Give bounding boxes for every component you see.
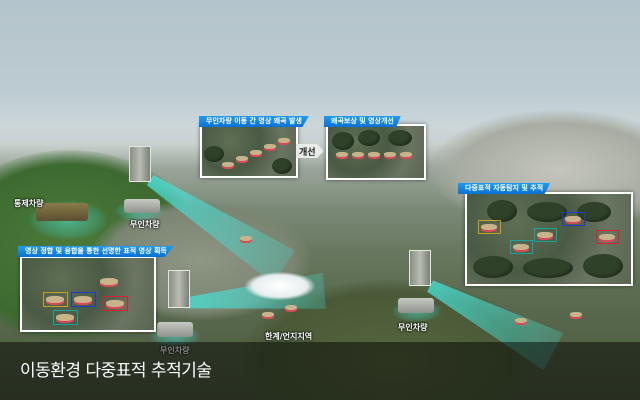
sensor-tower [129,146,151,182]
fusion-panel [20,256,156,332]
target-vehicle [565,216,581,222]
target-vehicle [368,152,380,157]
target-vehicle [100,278,118,285]
target-vehicle [264,144,276,149]
title-bar [0,342,640,400]
improvement-arrow [296,144,324,158]
tracking-box [510,240,533,254]
compensation-panel [326,124,426,180]
tree [204,146,224,162]
target-vehicle [515,318,527,323]
target-vehicle [513,244,529,250]
tracking-box [43,292,68,307]
target-vehicle [400,152,412,157]
sensor-tower [409,250,431,286]
target-vehicle [570,312,582,317]
fusion-tag: 영상 정합 및 융합을 통한 선명한 표적 영상 획득 [18,246,174,257]
tree [577,202,611,222]
area-label: 한계/언지지역 [265,332,313,341]
target-vehicle [240,236,252,241]
tree [523,258,573,278]
target-vehicle [278,138,290,143]
tree [388,130,412,146]
tracking-box [53,310,78,325]
target-vehicle [236,156,248,161]
tracking-box [562,212,585,226]
unmanned-vehicle-label: 무인차량 [398,323,428,332]
tree [358,130,380,146]
target-vehicle [384,152,396,157]
tree [487,200,517,222]
target-vehicle [46,296,64,303]
tree [272,158,292,174]
unmanned-vehicle-label: 무인차량 [130,220,160,229]
target-vehicle [285,305,297,310]
sensor-tower [168,270,190,308]
unmanned-vehicle [124,199,160,213]
tree [527,202,567,222]
target-vehicle [537,232,553,238]
target-vehicle [74,296,92,303]
page-title: 이동환경 다중표적 추적기술 [20,361,212,381]
tracking-box [478,220,501,234]
target-vehicle [262,312,274,317]
target-vehicle [599,234,615,240]
tracking-box [596,230,619,244]
tree [332,132,354,150]
target-vehicle [56,314,74,321]
distortion-tag: 무인차량 이동 간 영상 왜곡 발생 [199,116,309,127]
tracking-tag: 다중표적 자동탐지 및 추적 [458,183,551,194]
tracking-box [71,292,96,307]
tracking-box [103,296,128,311]
unmanned-vehicle-label: 무인차량 [160,346,190,355]
target-vehicle [250,150,262,155]
control-vehicle [36,203,88,221]
unmanned-vehicle [398,298,434,313]
unmanned-vehicle [157,322,193,337]
target-vehicle [106,300,124,307]
tracking-box [534,228,557,242]
target-vehicle [352,152,364,157]
target-vehicle [222,162,234,167]
tree [473,256,513,278]
tracking-panel [465,192,633,286]
tree [583,254,623,278]
target-vehicle [481,224,497,230]
compensation-tag: 왜곡보상 및 영상개선 [324,116,401,127]
control-vehicle-label: 통제차량 [14,199,44,208]
target-vehicle [336,152,348,157]
distortion-panel [200,124,298,178]
improvement-label: 개선 [299,148,316,158]
smoke-cloud [245,272,315,300]
